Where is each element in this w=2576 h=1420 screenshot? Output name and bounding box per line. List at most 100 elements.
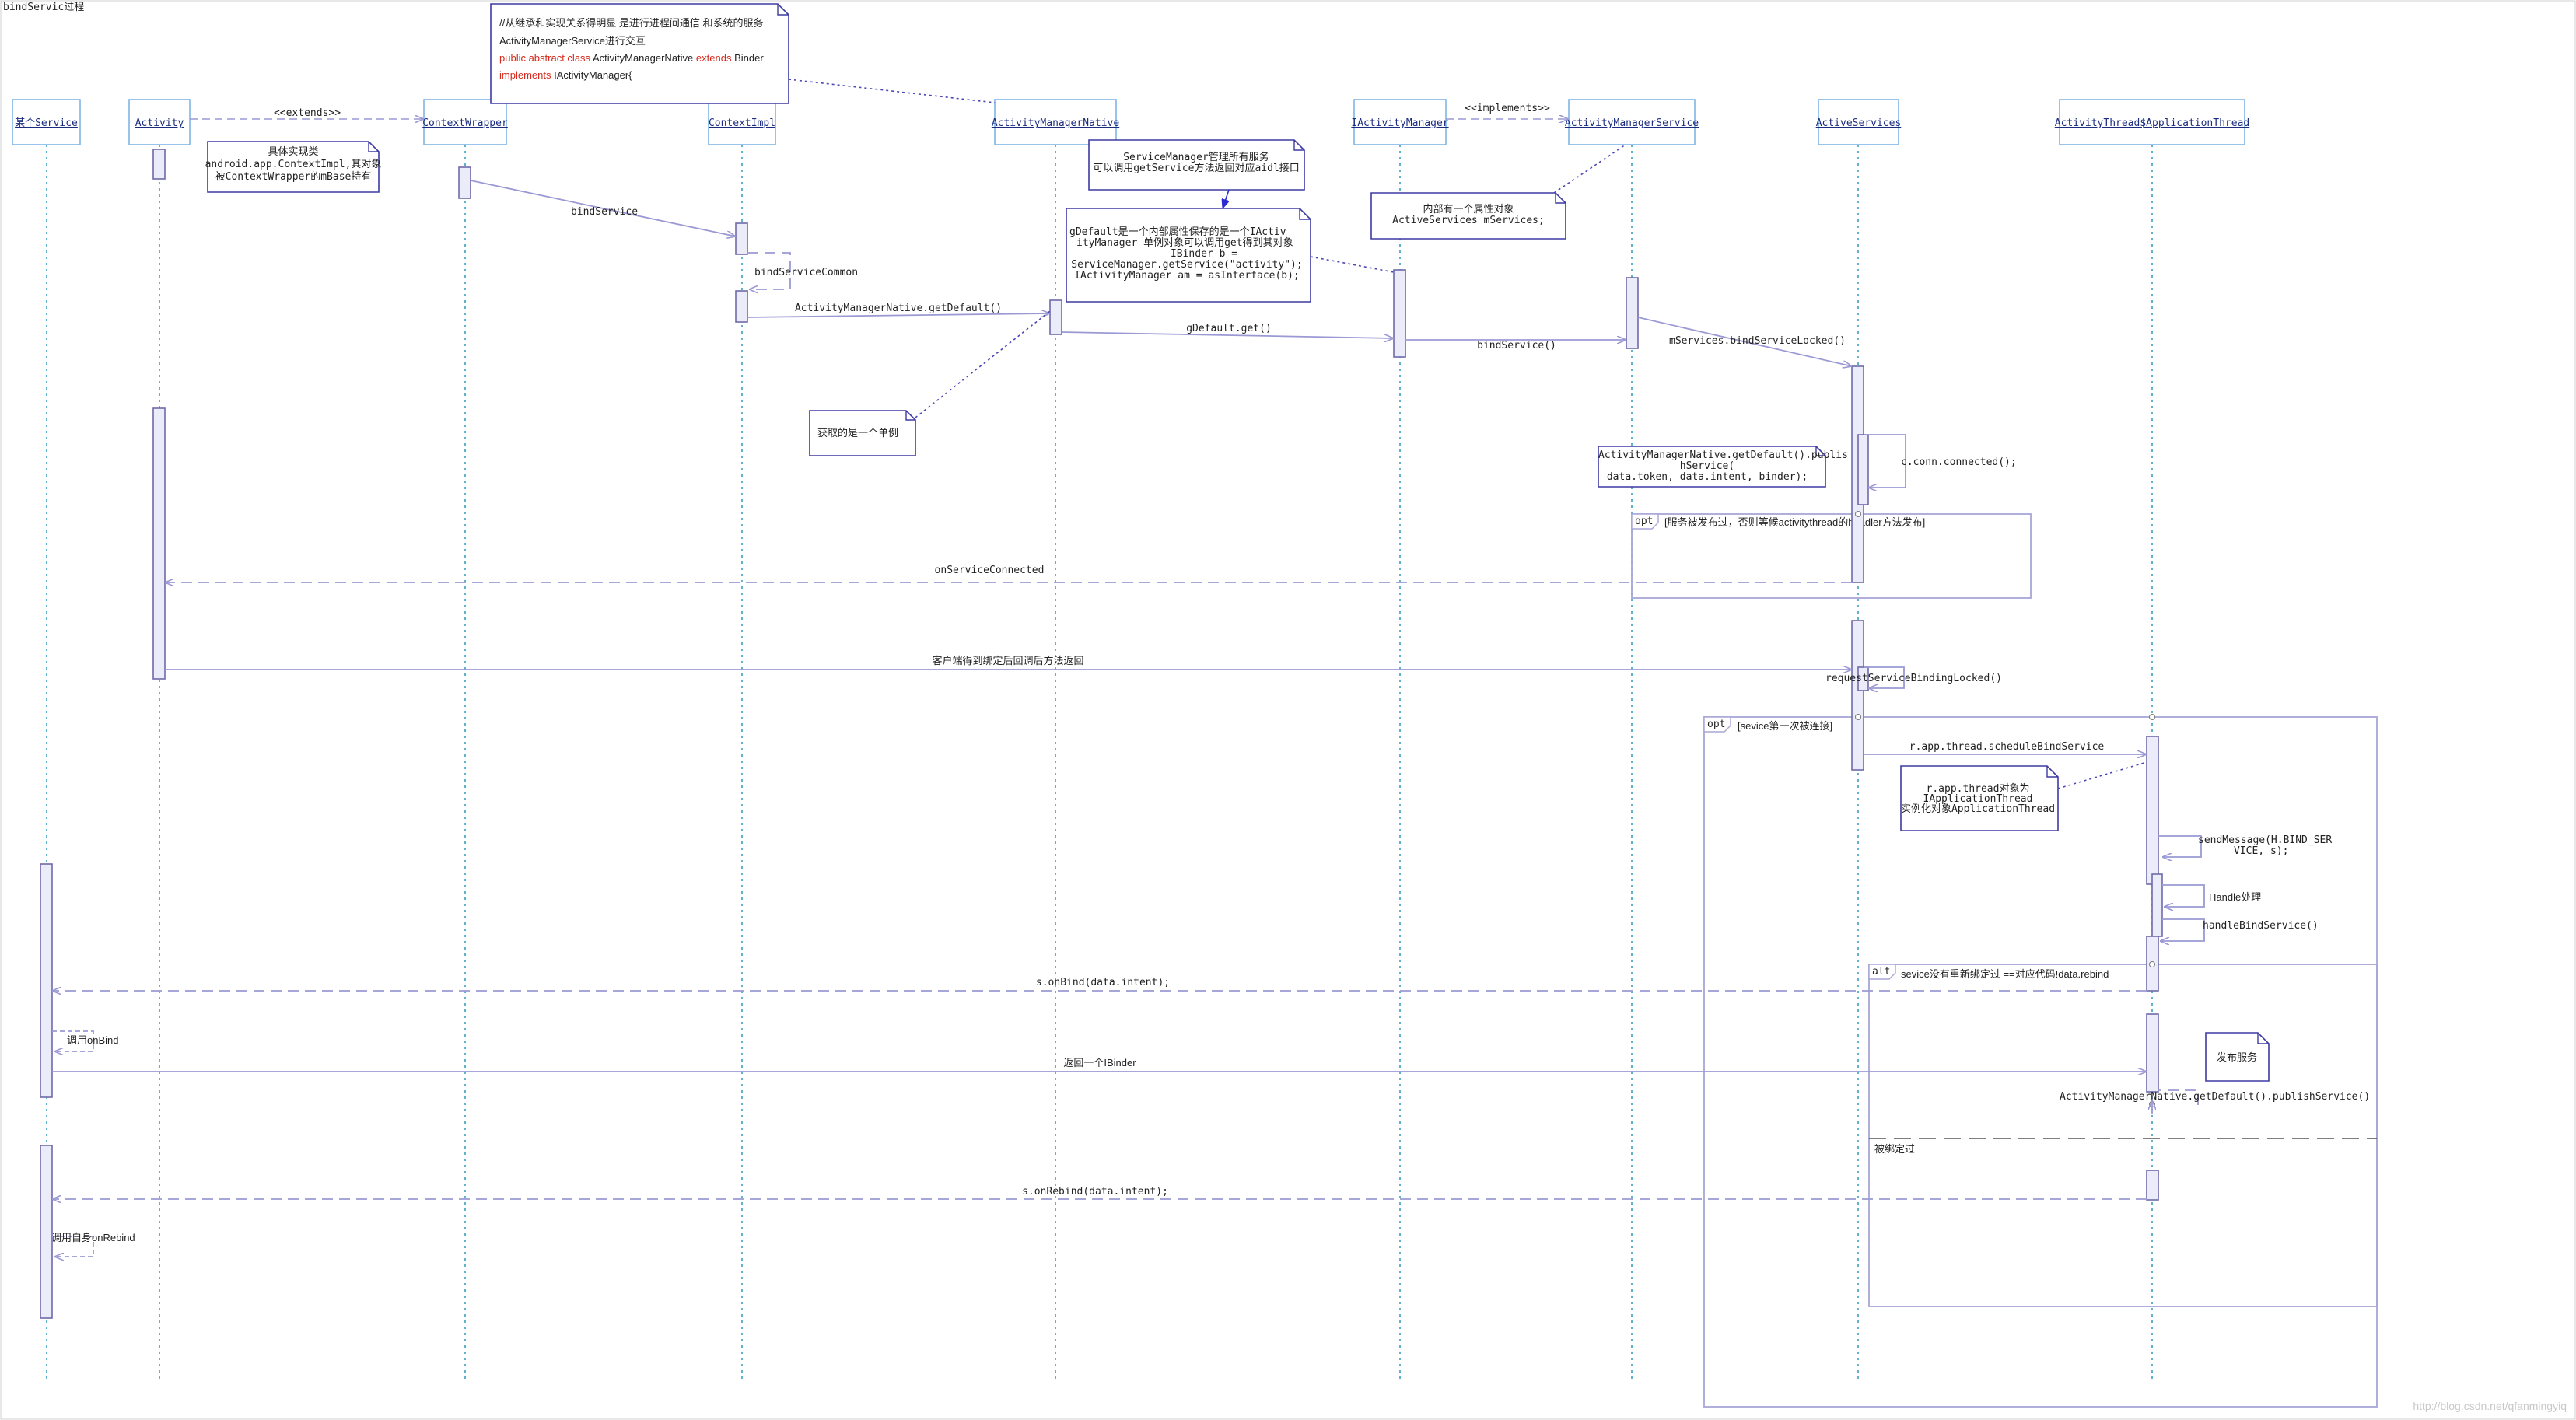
activation-thread-5 xyxy=(2146,1170,2159,1201)
svg-text:bindService: bindService xyxy=(571,206,638,218)
svg-text:<<implements>>: <<implements>> xyxy=(1465,103,1550,114)
note-ams-field: 内部有一个属性对象 ActiveServices mServices; xyxy=(1370,192,1566,240)
activation-thread-4 xyxy=(2146,1013,2159,1093)
note-link-singleton xyxy=(915,310,1051,418)
message-connected: c.conn.connected(); xyxy=(1864,434,2017,488)
svg-text:alt: alt xyxy=(1872,966,1890,978)
svg-text:可以调用getService方法返回对应aidl接口: 可以调用getService方法返回对应aidl接口 xyxy=(1093,162,1300,174)
svg-text:ActivityManagerService进行交互: ActivityManagerService进行交互 xyxy=(499,35,646,47)
svg-text:mServices.bindServiceLocked(): mServices.bindServiceLocked() xyxy=(1669,335,1846,347)
svg-text:sendMessage(H.BIND_SER: sendMessage(H.BIND_SER xyxy=(2198,834,2332,846)
svg-text:实例化对象ApplicationThread: 实例化对象ApplicationThread xyxy=(1901,803,2055,815)
note-link-ams xyxy=(1553,144,1626,194)
activation-service-1 xyxy=(40,863,53,1098)
svg-text:具体实现类: 具体实现类 xyxy=(268,146,318,158)
message-handle: Handle处理 xyxy=(2162,884,2261,907)
svg-text:返回一个IBinder: 返回一个IBinder xyxy=(1063,1057,1136,1068)
svg-text:[sevice第一次被连接]: [sevice第一次被连接] xyxy=(1738,720,1832,732)
activation-amn xyxy=(1049,299,1062,335)
svg-text:s.onRebind(data.intent);: s.onRebind(data.intent); xyxy=(1022,1186,1168,1198)
activation-contextwrapper xyxy=(458,166,471,199)
svg-text:ActivityThread$ApplicationThre: ActivityThread$ApplicationThread xyxy=(2055,117,2249,129)
svg-text:ActivityManagerNative.getDefau: ActivityManagerNative.getDefault().publi… xyxy=(1598,449,1848,461)
svg-text:ActivityManagerNative.getDefau: ActivityManagerNative.getDefault().publi… xyxy=(2060,1091,2370,1103)
activation-contextimpl-2 xyxy=(735,290,748,323)
participant-activitythread: ActivityThread$ApplicationThread xyxy=(2055,99,2249,145)
relation-implements: <<implements>> xyxy=(1446,103,1569,119)
note-gdefault: gDefault是一个内部属性保存的是一个IActiv ityManager 单… xyxy=(1066,208,1311,303)
svg-text:Activity: Activity xyxy=(135,117,184,129)
svg-text:调用onBind: 调用onBind xyxy=(67,1034,118,1046)
svg-text:r.app.thread对象为: r.app.thread对象为 xyxy=(1927,783,2030,795)
diagram-title: bindServic过程 xyxy=(3,2,84,13)
svg-text:某个Service: 某个Service xyxy=(15,117,78,129)
svg-text:ActiveServices: ActiveServices xyxy=(1816,117,1902,129)
note-link-app-thread xyxy=(2057,761,2147,789)
svg-text:IApplicationThread: IApplicationThread xyxy=(1923,793,2033,805)
svg-text:onServiceConnected: onServiceConnected xyxy=(935,565,1045,576)
svg-text:ActivityManagerNative: ActivityManagerNative xyxy=(992,117,1120,129)
svg-text:implements IActivityManager{: implements IActivityManager{ xyxy=(499,69,632,81)
svg-text:handleBindService(): handleBindService() xyxy=(2203,920,2319,932)
message-bindServiceCommon: bindServiceCommon xyxy=(747,252,858,289)
message-getDefault: ActivityManagerNative.getDefault() xyxy=(747,303,1050,318)
message-requestServiceBinding: requestServiceBindingLocked() xyxy=(1825,666,2002,688)
svg-text:IBinder b =: IBinder b = xyxy=(1171,248,1237,260)
message-publishService: ActivityManagerNative.getDefault().publi… xyxy=(2060,1089,2370,1114)
svg-text:bindServiceCommon: bindServiceCommon xyxy=(754,267,858,278)
svg-text:ContextImpl: ContextImpl xyxy=(709,117,775,129)
svg-text:r.app.thread.scheduleBindServi: r.app.thread.scheduleBindService xyxy=(1909,741,2105,753)
message-mServices: mServices.bindServiceLocked() xyxy=(1637,317,1852,366)
message-gDefault-get: gDefault.get() xyxy=(1061,323,1394,338)
svg-text:opt: opt xyxy=(1635,516,1653,527)
message-onBind: s.onBind(data.intent); xyxy=(52,977,2147,991)
svg-text:sevice没有重新绑定过 ==对应代码!data.rebi: sevice没有重新绑定过 ==对应代码!data.rebind xyxy=(1901,968,2109,980)
participant-iactivitymanager: IActivityManager xyxy=(1351,99,1449,145)
svg-text:<<extends>>: <<extends>> xyxy=(274,107,341,119)
svg-text://从继承和实现关系得明显 是进行进程间通信 和系统的服务: //从继承和实现关系得明显 是进行进程间通信 和系统的服务 xyxy=(499,17,763,29)
svg-text:hService(: hService( xyxy=(1680,460,1734,472)
message-sendMessage: sendMessage(H.BIND_SER VICE, s); xyxy=(2158,834,2332,857)
activation-activeservices-nested xyxy=(1857,434,1869,505)
relation-extends: <<extends>> xyxy=(190,107,424,119)
svg-text:ityManager 单例对象可以调用get得到其对象: ityManager 单例对象可以调用get得到其对象 xyxy=(1076,236,1293,249)
note-link-gdefault xyxy=(1310,256,1395,273)
note-singleton: 获取的是一个单例 xyxy=(809,410,916,456)
message-bindService: bindService xyxy=(470,180,736,236)
svg-text:c.conn.connected();: c.conn.connected(); xyxy=(1901,456,2017,468)
activations xyxy=(40,149,2163,1319)
participant-activeservices: ActiveServices xyxy=(1816,99,1902,145)
svg-text:调用自身onRebind: 调用自身onRebind xyxy=(51,1232,135,1243)
message-handleBindService: handleBindService() xyxy=(2160,918,2319,941)
message-scheduleBindService: r.app.thread.scheduleBindService xyxy=(1864,741,2147,754)
svg-text:ActivityManagerNative.getDefau: ActivityManagerNative.getDefault() xyxy=(795,303,1002,314)
note-link-servicemanager xyxy=(1223,189,1230,208)
note-app-thread: r.app.thread对象为 IApplicationThread 实例化对象… xyxy=(1900,765,2059,831)
svg-text:被ContextWrapper的mBase持有: 被ContextWrapper的mBase持有 xyxy=(215,170,372,183)
svg-text:requestServiceBindingLocked(): requestServiceBindingLocked() xyxy=(1825,673,2002,684)
svg-text:android.app.ContextImpl,其对象: android.app.ContextImpl,其对象 xyxy=(205,159,382,170)
activation-service-2 xyxy=(40,1145,53,1319)
svg-text:public abstract class Activity: public abstract class ActivityManagerNat… xyxy=(499,52,764,64)
message-onServiceConnected: onServiceConnected xyxy=(165,565,1852,582)
activation-activity-2 xyxy=(152,407,166,680)
activation-thread-2 xyxy=(2151,873,2163,937)
svg-text:ServiceManager.getService("act: ServiceManager.getService("activity"); xyxy=(1071,259,1302,271)
message-callOnBind: 调用onBind xyxy=(52,1030,118,1051)
activation-iam xyxy=(1393,269,1406,358)
svg-text:[服务被发布过，否则等候activitythread的hea: [服务被发布过，否则等候activitythread的headler方法发布] xyxy=(1664,516,1925,528)
activation-ams xyxy=(1626,277,1639,349)
svg-text:opt: opt xyxy=(1707,719,1725,730)
watermark: http://blog.csdn.net/qfanmingyiq xyxy=(2413,1400,2567,1412)
svg-text:VICE, s);: VICE, s); xyxy=(2234,845,2288,857)
svg-text:获取的是一个单例: 获取的是一个单例 xyxy=(817,427,898,439)
svg-text:客户端得到绑定后回调后方法返回: 客户端得到绑定后回调后方法返回 xyxy=(932,655,1083,667)
svg-text:data.token, data.intent, binde: data.token, data.intent, binder); xyxy=(1607,471,1808,483)
participant-service: 某个Service xyxy=(12,99,81,145)
participant-contextimpl: ContextImpl xyxy=(708,99,776,145)
svg-text:ActivityManagerService: ActivityManagerService xyxy=(1565,117,1699,129)
message-bindService-ams: bindService() xyxy=(1405,340,1626,352)
activation-activity-1 xyxy=(152,149,166,180)
participant-activitymanagernative: ActivityManagerNative xyxy=(992,99,1120,145)
